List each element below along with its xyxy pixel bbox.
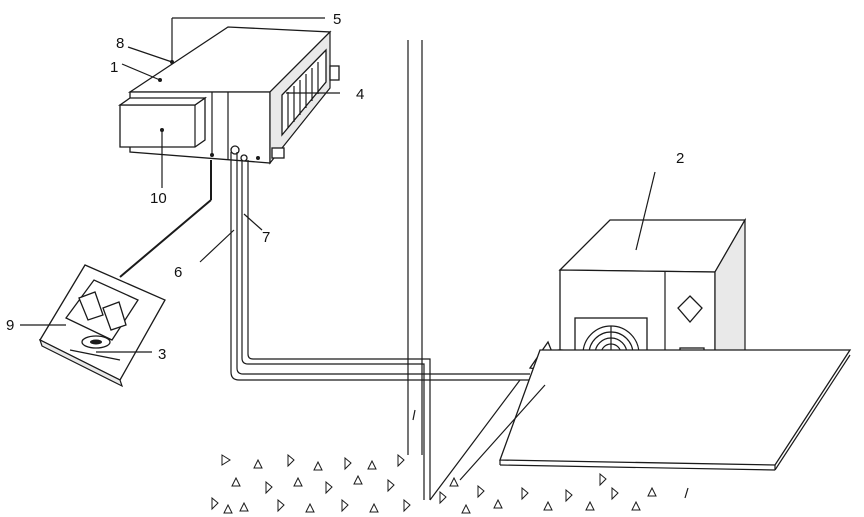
callout-2: 2 — [676, 150, 684, 167]
mounting-bracket — [329, 65, 340, 81]
ground-pad — [429, 349, 852, 501]
callout-10: 10 — [150, 190, 167, 207]
callout-6: 6 — [174, 264, 182, 281]
wired-controller — [38, 264, 166, 388]
callout-3: 3 — [158, 346, 166, 363]
callout-4: 4 — [356, 86, 364, 103]
pipe-connector — [230, 145, 240, 155]
mounting-bracket — [271, 147, 285, 159]
callout-7: 7 — [262, 229, 270, 246]
diamond-logo — [677, 295, 703, 323]
callout-1: 1 — [110, 59, 118, 76]
wall — [407, 40, 423, 455]
callout-labels: 1 2 3 4 5 6 7 8 9 10 — [6, 11, 684, 363]
refrigerant-pipes — [230, 152, 530, 500]
callout-8: 8 — [116, 35, 124, 52]
air-inlet-box — [117, 96, 208, 148]
leader-lines — [20, 17, 656, 353]
controller-cable — [119, 199, 212, 278]
callout-9: 9 — [6, 317, 14, 334]
callout-5: 5 — [333, 11, 341, 28]
pipe-connector — [240, 154, 248, 162]
gravel — [211, 453, 657, 514]
